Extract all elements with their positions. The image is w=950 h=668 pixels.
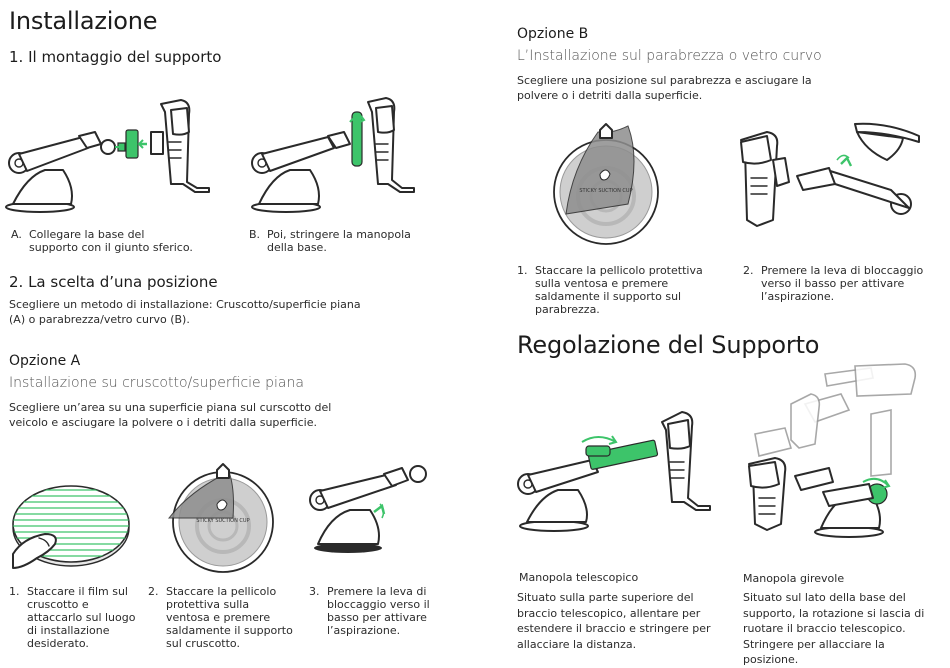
dashboard-film-illustration xyxy=(12,485,130,569)
lever-press-illustration-a xyxy=(309,465,427,553)
suction-cup-peel-illustration-a: STICKY SUCTION CUP xyxy=(167,463,274,573)
option-a-caption-1: 1. Staccare il film sul cruscotto e atta… xyxy=(9,585,144,650)
caption-number: 1. xyxy=(9,585,20,598)
step1-caption-b: B. Poi, stringere la manopola della base… xyxy=(249,228,429,254)
adjustment-title: Regolazione del Supporto xyxy=(517,331,820,359)
suction-cup-label: STICKY SUCTION CUP xyxy=(196,518,249,524)
suction-cup-label: STICKY SUCTION CUP xyxy=(579,188,632,194)
caption-text: Poi, stringere la manopola della base. xyxy=(267,228,411,254)
option-b-subheading: L’Installazione sul parabrezza o vetro c… xyxy=(517,48,822,64)
step1-heading: 1. Il montaggio del supporto xyxy=(9,48,222,66)
step2-text: Scegliere un metodo di installazione: Cr… xyxy=(9,298,361,326)
option-b-caption-1: 1. Staccare la pellicolo protettiva sull… xyxy=(517,264,717,316)
option-a-heading: Opzione A xyxy=(9,353,81,369)
caption-number: B. xyxy=(249,228,261,241)
mount-base-illustration xyxy=(5,99,210,213)
telescopic-knob-illustration xyxy=(517,411,711,532)
option-a-subheading: Installazione su cruscotto/superficie pi… xyxy=(9,375,304,391)
option-a-caption-3: 3. Premere la leva di bloccaggio verso i… xyxy=(309,585,444,637)
caption-text: Premere la leva di bloccaggio verso il b… xyxy=(761,264,924,303)
step1-caption-a: A. Collegare la base del supporto con il… xyxy=(11,228,211,254)
step2-heading: 2. La scelta d’una posizione xyxy=(9,273,218,291)
caption-number: 1. xyxy=(517,264,528,277)
swivel-knob-illustration xyxy=(748,363,917,538)
caption-number: 2. xyxy=(148,585,159,598)
option-b-text: Scegliere una posizione sul parabrezza e… xyxy=(517,74,812,102)
option-a-caption-2: 2. Staccare la pellicolo protettiva sull… xyxy=(148,585,298,650)
caption-text: Staccare il film sul cruscotto e attacca… xyxy=(27,585,136,650)
telescopic-knob-heading: Manopola telescopico xyxy=(519,571,639,584)
caption-text: Staccare la pellicolo protettiva sulla v… xyxy=(166,585,293,650)
caption-text: Staccare la pellicolo protettiva sulla v… xyxy=(535,264,703,316)
caption-number: 3. xyxy=(309,585,320,598)
option-b-caption-2: 2. Premere la leva di bloccaggio verso i… xyxy=(743,264,938,303)
swivel-knob-text: Situato sul lato della base del supporto… xyxy=(743,591,925,666)
caption-text: Collegare la base del supporto con il gi… xyxy=(29,228,193,254)
page-title: Installazione xyxy=(9,7,158,35)
suction-cup-peel-illustration-b: STICKY SUCTION CUP xyxy=(553,123,659,245)
caption-number: 2. xyxy=(743,264,754,277)
swivel-knob-heading: Manopola girevole xyxy=(743,572,845,585)
option-b-heading: Opzione B xyxy=(517,26,589,42)
tighten-knob-illustration xyxy=(251,97,415,213)
caption-text: Premere la leva di bloccaggio verso il b… xyxy=(327,585,430,637)
lever-press-illustration-b xyxy=(740,122,920,227)
option-a-text: Scegliere un’area su una superficie pian… xyxy=(9,401,332,429)
telescopic-knob-text: Situato sulla parte superiore del bracci… xyxy=(517,591,711,651)
caption-number: A. xyxy=(11,228,22,241)
